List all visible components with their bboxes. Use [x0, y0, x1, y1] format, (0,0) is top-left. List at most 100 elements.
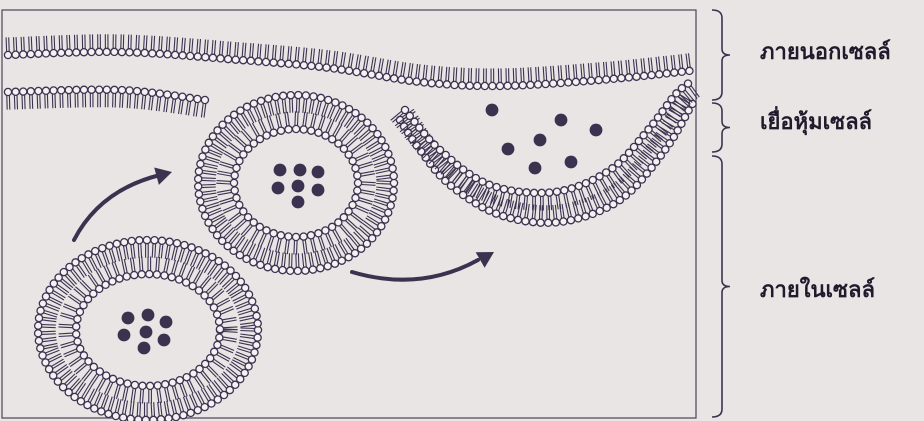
outer-leaflet	[4, 34, 693, 89]
lipid-head	[589, 176, 596, 183]
lipid-head	[173, 240, 180, 247]
lipid-head	[77, 345, 84, 352]
lipid-head	[35, 87, 42, 94]
lipid-head	[287, 92, 294, 99]
lipid-head	[126, 87, 133, 94]
lipid-head	[103, 48, 110, 55]
lipid-head	[92, 248, 99, 255]
lipid-head	[263, 132, 270, 139]
lipid-head	[164, 91, 171, 98]
lipid-head	[124, 380, 131, 387]
lipid-head	[12, 51, 19, 58]
vesicles	[35, 92, 398, 421]
lipid-head	[216, 318, 223, 325]
lipid-head	[39, 352, 46, 359]
lipid-head	[37, 345, 44, 352]
released-particle	[502, 143, 515, 156]
lipid-head	[168, 274, 175, 281]
lipid-head	[88, 86, 95, 93]
lipid-head	[323, 64, 330, 71]
lipid-head	[134, 49, 141, 56]
lipid-head	[74, 316, 81, 323]
lipid-head	[147, 382, 154, 389]
lipid-head	[272, 93, 279, 100]
lipid-head	[287, 267, 294, 274]
lipid-head	[413, 78, 420, 85]
lipid-head	[151, 237, 158, 244]
lipid-head	[109, 375, 116, 382]
lipid-head	[550, 80, 557, 87]
lipid-head	[102, 281, 109, 288]
lipid-head	[84, 402, 91, 409]
lipid-head	[387, 158, 394, 165]
lipid-head	[486, 181, 493, 188]
lipid-head	[233, 194, 240, 201]
lipid-head	[300, 62, 307, 69]
lipid-head	[80, 86, 87, 93]
lipid-head	[496, 82, 503, 89]
lipid-head	[103, 86, 110, 93]
lipid-head	[436, 80, 443, 87]
lipid-head	[134, 88, 141, 95]
arrow-head	[154, 167, 172, 184]
lipid-head	[12, 88, 19, 95]
lipid-head	[678, 68, 685, 75]
lipid-head	[96, 86, 103, 93]
lipid-head	[308, 62, 315, 69]
lipid-head	[197, 160, 204, 167]
arrow-vesicle-to-membrane	[74, 167, 172, 240]
lipid-head	[50, 87, 57, 94]
lipid-head	[263, 227, 270, 234]
lipid-head	[37, 307, 44, 314]
released-particle	[590, 124, 603, 137]
lipid-head	[118, 49, 125, 56]
lipid-head	[120, 414, 127, 421]
lipid-head	[118, 87, 125, 94]
lipid-head	[580, 78, 587, 85]
lipid-head	[172, 51, 179, 58]
lipid-head	[293, 125, 300, 132]
lipid-head	[553, 188, 560, 195]
lipid-head	[378, 137, 385, 144]
lipid-head	[35, 322, 42, 329]
lipid-head	[575, 182, 582, 189]
lipid-head	[141, 88, 148, 95]
lipid-head	[582, 180, 589, 187]
free-vesicle-particle	[138, 342, 151, 355]
lipid-head	[149, 50, 156, 57]
lipid-head	[199, 205, 206, 212]
lipid-head	[308, 127, 315, 134]
lipid-head	[105, 410, 112, 417]
lipid-head	[309, 266, 316, 273]
lipid-head	[561, 187, 568, 194]
lipid-head	[479, 204, 486, 211]
lipid-head	[317, 94, 324, 101]
lipid-head	[338, 66, 345, 73]
lipid-head	[671, 69, 678, 76]
lipid-head	[169, 379, 176, 386]
arrows	[74, 167, 494, 279]
lipid-head	[285, 60, 292, 67]
lipid-head	[111, 86, 118, 93]
lipid-head	[113, 240, 120, 247]
lipid-head	[181, 242, 188, 249]
free-vesicle-particle	[140, 326, 153, 339]
lipid-head	[507, 215, 514, 222]
lipid-head	[560, 218, 567, 225]
lipid-head	[428, 80, 435, 87]
free-vesicle-particle	[118, 329, 131, 342]
lipid-head	[46, 366, 53, 373]
lipid-head	[325, 96, 332, 103]
lipid-head	[27, 88, 34, 95]
lipid-head	[201, 96, 208, 103]
lipid-head	[80, 49, 87, 56]
lipid-head	[500, 186, 507, 193]
lipid-head	[345, 254, 352, 261]
released-particle	[534, 134, 547, 147]
lipid-head	[214, 341, 221, 348]
fusing-vesicle-particle	[294, 164, 307, 177]
lipid-head	[205, 219, 212, 226]
label-inside-cell: ภายในเซลล์	[760, 280, 875, 302]
lipid-head	[195, 247, 202, 254]
lipid-head	[111, 48, 118, 55]
